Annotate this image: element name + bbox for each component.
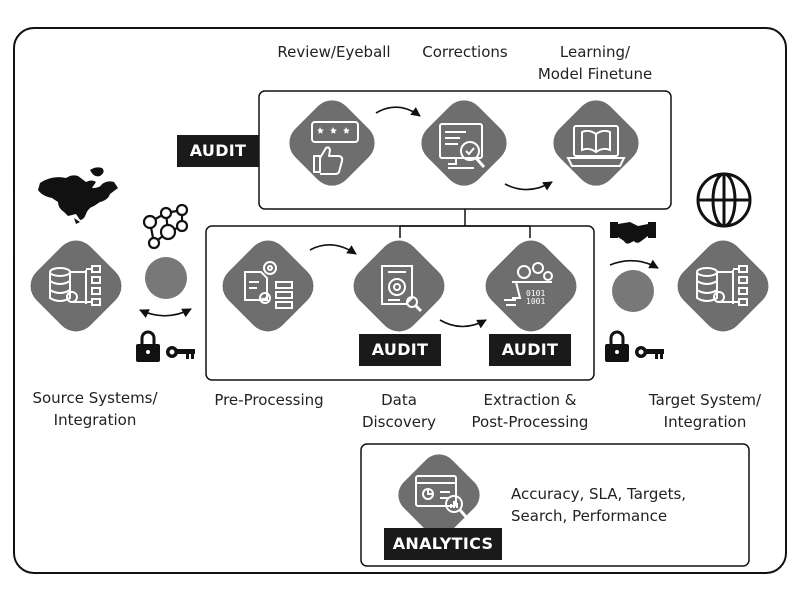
- arrow-preprocessing-to-discovery: [309, 244, 357, 255]
- globe-icon: [696, 172, 752, 228]
- arrow-corrections-to-learning: [504, 181, 553, 191]
- analytics-metrics-line1: Accuracy, SLA, Targets,: [511, 485, 687, 503]
- monitor-magnifier-icon: [439, 123, 486, 169]
- extraction-label-line1: Extraction &: [483, 391, 577, 409]
- svg-text:1001: 1001: [526, 297, 545, 306]
- feedback-connector: [399, 209, 531, 238]
- review-label: Review/Eyeball: [277, 43, 391, 61]
- source-label-line2: Integration: [53, 411, 137, 429]
- corrections-label: Corrections: [422, 43, 508, 61]
- data-discovery-label-line2: Discovery: [361, 413, 437, 431]
- lock-key-icon: [136, 330, 195, 362]
- north-america-map-icon: [38, 167, 118, 224]
- source-link-dot: [145, 257, 187, 299]
- target-database-icon: [696, 265, 748, 306]
- arrow-discovery-to-extraction: [439, 319, 487, 329]
- laptop-book-icon: [566, 125, 626, 167]
- target-label-line2: Integration: [663, 413, 747, 431]
- analytics-tag: ANALYTICS: [384, 528, 502, 560]
- svg-text:0101: 0101: [526, 289, 545, 298]
- analytics-metrics-line2: Search, Performance: [511, 507, 668, 525]
- analytics-tile: [398, 454, 480, 536]
- handshake-icon: [610, 222, 656, 244]
- audit-tag-feedback: AUDIT: [177, 135, 259, 167]
- target-link-dot: [612, 270, 654, 312]
- document-gear-icon: [244, 261, 293, 309]
- audit-tag-discovery: AUDIT: [359, 334, 441, 366]
- network-people-icon: [142, 203, 189, 250]
- arrow-to-target: [609, 259, 659, 269]
- arrow-source-bidirectional: [139, 308, 192, 318]
- learning-label-line1: Learning/: [559, 43, 631, 61]
- outer-frame: [13, 27, 787, 574]
- learning-label-line2: Model Finetune: [537, 65, 653, 83]
- preprocessing-label: Pre-Processing: [214, 391, 324, 409]
- gears-binary-icon: 0101 1001: [504, 262, 553, 306]
- source-label-line1: Source Systems/: [32, 389, 158, 407]
- extraction-tile: [485, 240, 577, 332]
- target-label-line1: Target System/: [648, 391, 762, 409]
- data-discovery-label-line1: Data: [381, 391, 417, 409]
- arrow-review-to-corrections: [375, 106, 421, 117]
- extraction-label-line2: Post-Processing: [471, 413, 589, 431]
- document-search-icon: [381, 265, 423, 313]
- source-tile: [30, 240, 122, 332]
- target-lock-key-icon: [605, 330, 664, 362]
- audit-tag-extraction: AUDIT: [489, 334, 571, 366]
- thumbs-up-stars-icon: [311, 121, 359, 175]
- analytics-board-icon: [415, 475, 469, 519]
- analytics-box: [360, 443, 750, 567]
- target-tile: [677, 240, 769, 332]
- database-flow-icon: [49, 265, 101, 306]
